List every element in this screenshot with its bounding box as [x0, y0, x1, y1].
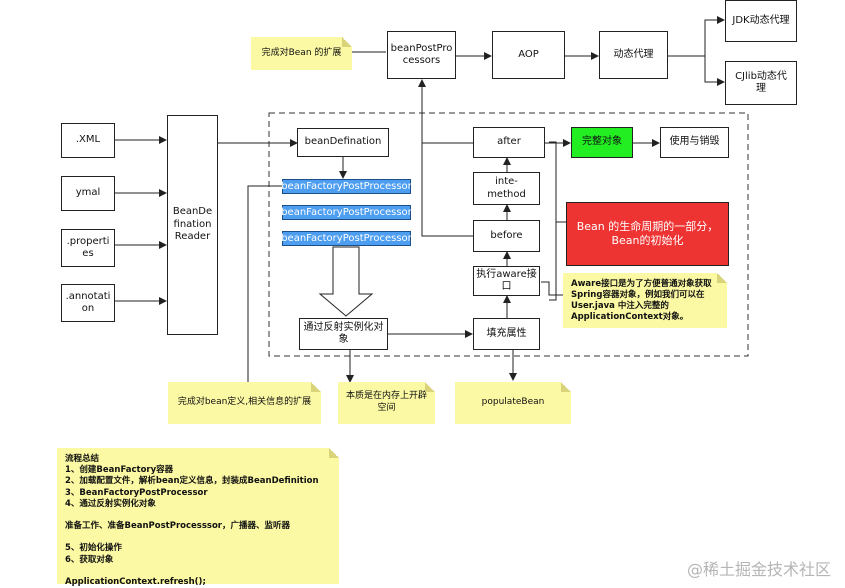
- populate-properties-node: 填充属性: [473, 318, 540, 350]
- init-method-node: inte-method: [473, 172, 540, 205]
- aware-note-line: ApplicationContext对象。: [571, 312, 689, 323]
- cglib-proxy-node: CJlib动态代 理: [725, 61, 797, 105]
- properties-config-node: .properti es: [61, 229, 115, 267]
- aop-node: AOP: [492, 31, 565, 79]
- memory-allocation-note: 本质是在内存上开辟 空间: [338, 382, 435, 424]
- watermark: @稀土掘金技术社区: [686, 560, 831, 579]
- jdk-proxy-node: JDK动态代理: [725, 0, 797, 42]
- bean-factory-post-processor-1: beanFactoryPostProcessor: [281, 179, 412, 194]
- bean-definition-node: beanDefination: [297, 128, 389, 157]
- process-summary-note: 流程总结 1、创建BeanFactory容器 2、加载配置文件，解析bean定义…: [57, 448, 339, 587]
- ymal-config-node: ymal: [61, 176, 115, 211]
- summary-line: 5、初始化操作: [65, 543, 122, 554]
- instantiate-node: 通过反射实例化对 象: [299, 318, 388, 350]
- bean-definition-reader-node: BeanDe fination Reader: [167, 115, 218, 335]
- bean-definition-extension-note: 完成对bean定义,相关信息的扩展: [168, 382, 321, 424]
- summary-line: 准备工作、准备BeanPostProcesssor，广播器、监听器: [65, 521, 290, 532]
- aware-note-line: Aware接口是为了方便普通对象获取: [571, 279, 712, 289]
- annotation-config-node: .annotati on: [61, 284, 115, 322]
- summary-line: 3、BeanFactoryPostProcessor: [65, 487, 208, 498]
- populate-bean-note: populateBean: [455, 382, 571, 424]
- aware-note: Aware接口是为了方便普通对象获取 Spring容器对象，例如我们可以在 Us…: [563, 273, 727, 328]
- summary-line: 6、获取对象: [65, 554, 114, 565]
- bean-post-processors-node: beanPostPro cessors: [387, 31, 456, 79]
- complete-object-node: 完整对象: [571, 127, 633, 158]
- summary-line: [65, 566, 331, 577]
- summary-line: ApplicationContext.refresh();: [65, 576, 206, 587]
- bean-factory-post-processor-3: beanFactoryPostProcessor: [281, 231, 412, 246]
- bean-extension-note: 完成对Bean 的扩展: [251, 37, 352, 70]
- summary-line: 流程总结: [65, 454, 100, 464]
- use-and-destroy-node: 使用与销毁: [660, 127, 729, 158]
- before-node: before: [473, 220, 540, 252]
- summary-line: 4、通过反射实例化对象: [65, 498, 156, 509]
- summary-line: 1、创建BeanFactory容器: [65, 465, 174, 476]
- summary-line: 2、加载配置文件，解析bean定义信息，封装成BeanDefinition: [65, 476, 319, 487]
- lifecycle-note: Bean 的生命周期的一部分， Bean的初始化: [566, 202, 729, 266]
- aware-node: 执行aware接 口: [473, 266, 540, 296]
- summary-line: [65, 532, 331, 543]
- xml-config-node: .XML: [61, 123, 115, 158]
- bean-factory-post-processor-2: beanFactoryPostProcessor: [281, 205, 412, 220]
- dynamic-proxy-node: 动态代理: [599, 31, 668, 79]
- aware-note-line: Spring容器对象，例如我们可以在: [571, 290, 705, 301]
- aware-note-line: User.java 中注入完整的: [571, 301, 669, 312]
- after-node: after: [473, 127, 545, 158]
- summary-line: [65, 510, 331, 521]
